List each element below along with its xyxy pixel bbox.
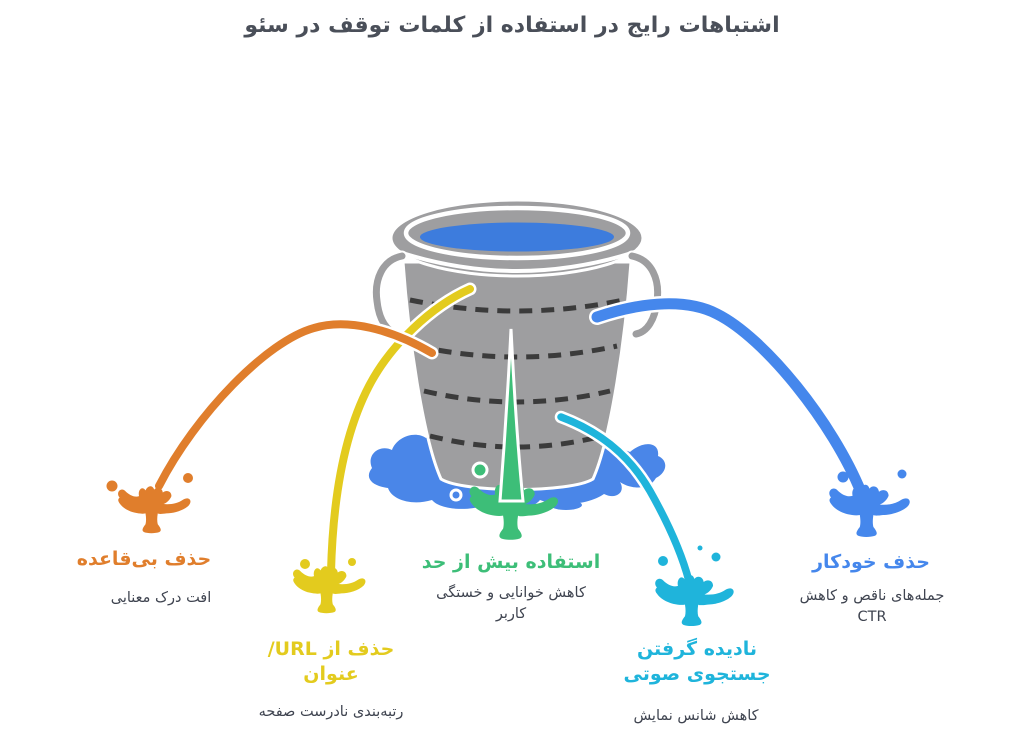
desc-automatic-removal: جمله‌های ناقص و کاهش CTR: [799, 588, 945, 626]
orange-splash: [106, 473, 193, 534]
yellow-stream: [327, 285, 474, 576]
desc-url-title-removal: رتبه‌بندی نادرست صفحه: [258, 704, 404, 720]
desc-irregular-removal: افت درک معنایی: [110, 590, 212, 606]
leak-streams: [152, 282, 869, 588]
green-splash: [469, 328, 559, 540]
puddle-bubble: [449, 488, 463, 502]
page-title: اشتباهات رایج در استفاده از کلمات توقف د…: [244, 13, 780, 38]
bucket-water-surface: [420, 222, 614, 252]
blue-splash: [829, 469, 910, 537]
bucket-body: [401, 260, 633, 491]
desc-overuse: کاهش خوانایی و خستگی کاربر: [436, 585, 586, 623]
leaking-bucket: [370, 198, 664, 502]
bucket-rim-bottom-line: [392, 248, 642, 273]
label-voice-search-ignored: نادیده گرفتن جستجوی صوتی: [623, 638, 771, 686]
green-stream: [498, 328, 525, 503]
bucket-rim-inner-ring: [403, 205, 631, 261]
blue-stream: [591, 298, 867, 498]
label-automatic-removal: حذف خودکار: [812, 551, 930, 573]
desc-voice-search-ignored: کاهش شانس نمایش: [633, 708, 759, 724]
cyan-splash: [655, 545, 734, 627]
leak-hole: [471, 461, 489, 479]
orange-stream: [155, 320, 436, 490]
label-irregular-removal: حذف بی‌قاعده: [76, 548, 212, 570]
label-overuse: استفاده بیش از حد: [421, 551, 601, 573]
label-url-title-removal: حذف از URL/ عنوان: [267, 638, 395, 686]
yellow-splash: [293, 558, 366, 614]
cyan-stream: [557, 413, 693, 585]
